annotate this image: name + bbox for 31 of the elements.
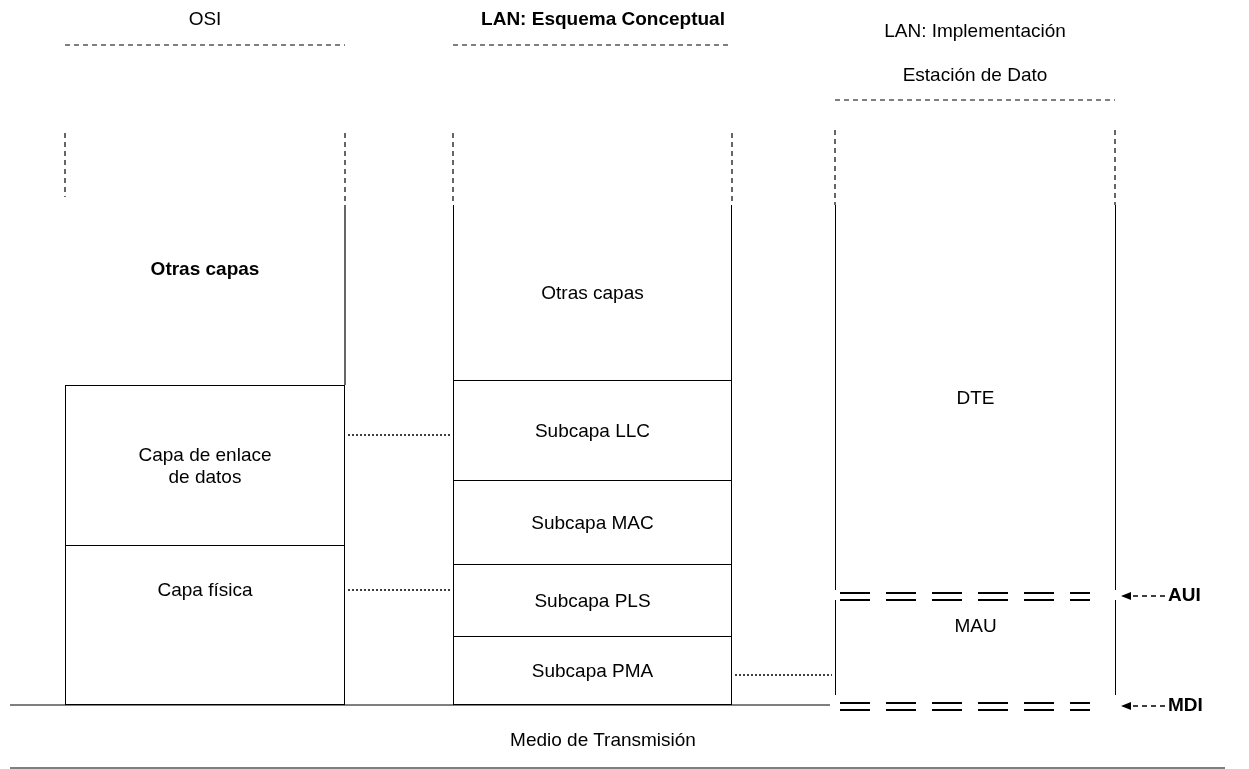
- layer-name: Subcapa PLS: [534, 589, 651, 612]
- column-heading: LAN: Esquema Conceptual: [481, 8, 725, 30]
- layer-name: DTE: [956, 386, 995, 409]
- layer-name: Capa de enlace de datos: [137, 443, 273, 488]
- sublayer-box: [453, 380, 732, 481]
- layer-box: [65, 545, 345, 705]
- column-heading: LAN: Implementación: [884, 20, 1066, 42]
- arrow: [1121, 592, 1166, 600]
- layer-name: Otras capas: [541, 281, 644, 304]
- column-heading: Estación de Dato: [902, 64, 1048, 86]
- layer-name: MAU: [954, 614, 997, 637]
- interface-name: AUI: [1168, 584, 1201, 606]
- interface-name: MDI: [1168, 694, 1203, 716]
- sublayer-box: [453, 565, 732, 637]
- layer-name: Subcapa MAC: [531, 511, 654, 534]
- interface-unit-region: [835, 600, 1116, 695]
- arrow: [1121, 702, 1166, 710]
- column-heading: OSI: [188, 8, 222, 30]
- medium-label: Medio de Transmisión: [510, 729, 696, 751]
- sublayer-box: [453, 481, 732, 565]
- layer-name: Capa física: [157, 579, 253, 601]
- correspondence-line: [347, 434, 451, 436]
- layer-name: Otras capas: [150, 258, 260, 280]
- sublayer-box: [453, 637, 732, 705]
- correspondence-line: [734, 674, 833, 676]
- correspondence-line: [347, 589, 451, 591]
- layer-name: Subcapa LLC: [534, 419, 651, 442]
- layer-region: [453, 205, 732, 380]
- layer-name: Subcapa PMA: [531, 659, 654, 682]
- layer-box: [65, 385, 345, 545]
- station-region: [835, 205, 1116, 590]
